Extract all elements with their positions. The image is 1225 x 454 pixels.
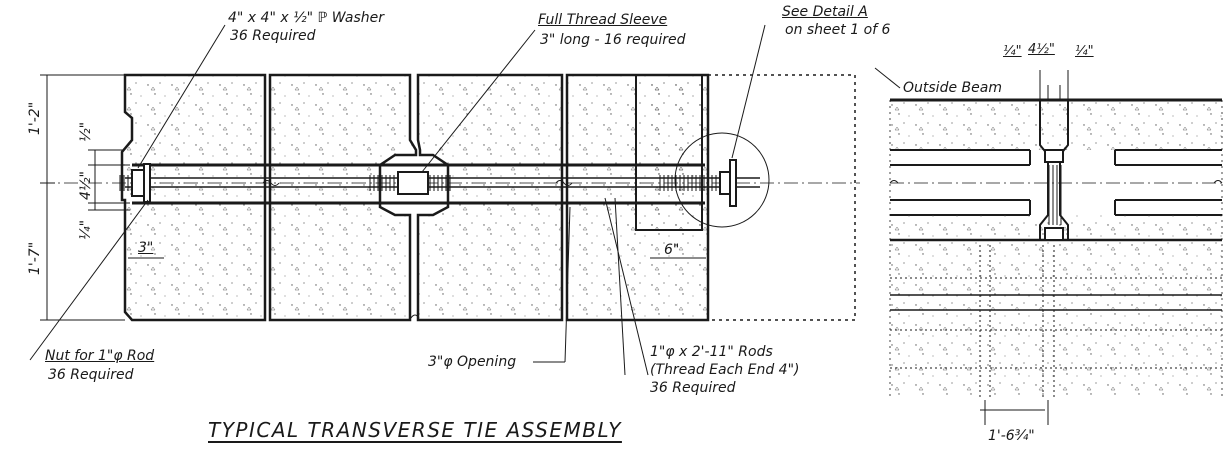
sleeve-callout-line1: Full Thread Sleeve <box>538 12 668 28</box>
washer-callout-line1: 4" x 4" x ½" ℙ Washer <box>228 10 384 26</box>
rods-callout-line1: 1"φ x 2'-11" Rods <box>650 344 773 360</box>
rods-callout-line3: 36 Required <box>650 380 736 396</box>
opening-callout: 3"φ Opening <box>428 354 517 370</box>
detail-a-circle <box>674 132 770 228</box>
dim-six: 6" <box>664 242 680 258</box>
sleeve-callout-line2: 3" long - 16 required <box>540 32 686 48</box>
detail-dim-quarter-right: ¼" <box>1075 44 1094 59</box>
beam-3 <box>416 73 564 322</box>
nut-left <box>131 169 145 197</box>
dim-quarter: ¼" <box>78 219 94 240</box>
dim-three: 3" <box>138 240 154 256</box>
nut-right <box>719 171 731 195</box>
anchor-block <box>635 74 703 231</box>
dim-depth-top: 1'-2" <box>27 101 43 135</box>
outside-beam-label: Outside Beam <box>903 80 1002 96</box>
nut-callout-line2: 36 Required <box>48 367 134 383</box>
nut-callout-line1: Nut for 1"φ Rod <box>45 348 155 364</box>
plan-detail <box>889 70 1223 425</box>
washer-callout-line2: 36 Required <box>230 28 316 44</box>
dim-four-half: 4½" <box>78 171 94 200</box>
rods-callout-line2: (Thread Each End 4") <box>650 362 800 378</box>
beam-2 <box>268 73 418 322</box>
detail-dim-spacing: 1'-6¾" <box>988 428 1035 444</box>
drawing-title: TYPICAL TRANSVERSE TIE ASSEMBLY <box>208 418 622 442</box>
dim-depth-bottom: 1'-7" <box>27 241 43 275</box>
detail-dim-four-half: 4½" <box>1028 42 1055 57</box>
sleeve <box>397 171 429 195</box>
washer-left <box>143 163 151 203</box>
dim-half: ½" <box>78 121 94 142</box>
detail-callout-line1: See Detail A <box>782 4 868 20</box>
detail-callout-line2: on sheet 1 of 6 <box>785 22 891 38</box>
detail-dim-quarter-left: ¼" <box>1003 44 1022 59</box>
